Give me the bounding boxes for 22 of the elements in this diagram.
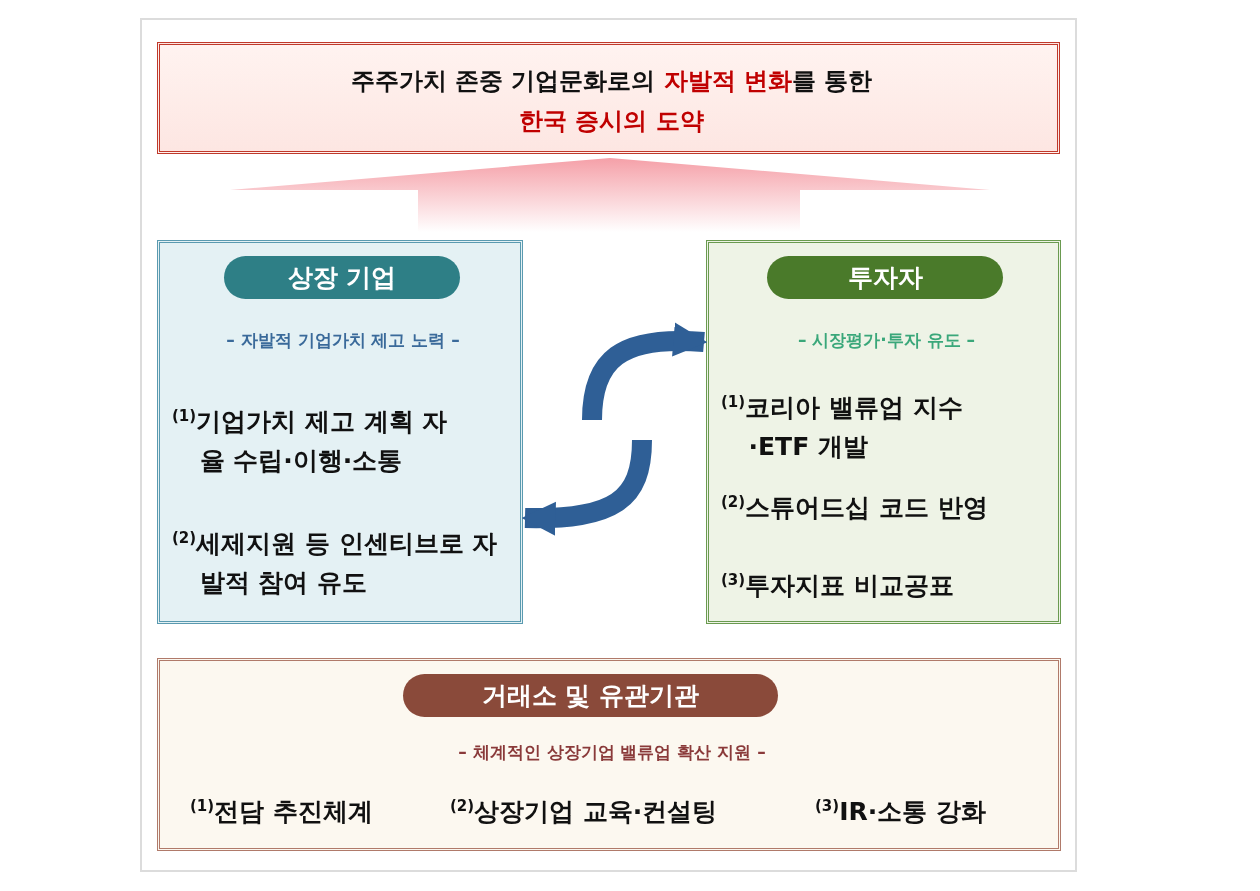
heading-pill: 거래소 및 유관기관: [403, 674, 778, 717]
subtitle: – 체계적인 상장기업 밸류업 확산 지원 –: [457, 741, 767, 764]
title-text: 주주가치 존중 기업문화로의 자발적 변화를 통한: [349, 66, 874, 97]
item-text: $^{(1)}$코리아 밸류업 지수·ETF 개발: [721, 391, 964, 463]
subtitle: – 자발적 기업가치 제고 노력 –: [225, 329, 461, 352]
item-text: $^{(1)}$전담 추진체계: [190, 795, 374, 828]
panel-box: [157, 658, 1061, 851]
heading-pill: 상장 기업: [224, 256, 460, 299]
title-text: 한국 증시의 도약: [518, 106, 705, 137]
item-text: $^{(3)}$투자지표 비교공표: [721, 569, 955, 602]
item-text: $^{(2)}$상장기업 교육·컨설팅: [450, 795, 719, 828]
panel-box: [157, 240, 523, 624]
cycle-arrow: [582, 323, 708, 421]
goal-box: [157, 42, 1060, 154]
item-text: $^{(3)}$IR·소통 강화: [815, 795, 987, 828]
item-text: $^{(2)}$스튜어드십 코드 반영: [721, 491, 989, 524]
subtitle: – 시장평가·투자 유도 –: [796, 329, 977, 352]
item-text: $^{(2)}$세제지원 등 인센티브로 자발적 참여 유도: [172, 527, 499, 599]
item-text: $^{(1)}$기업가치 제고 계획 자율 수립·이행·소통: [172, 405, 449, 477]
panel-box: [706, 240, 1061, 624]
heading-pill: 투자자: [767, 256, 1003, 299]
cycle-arrow: [521, 439, 652, 536]
